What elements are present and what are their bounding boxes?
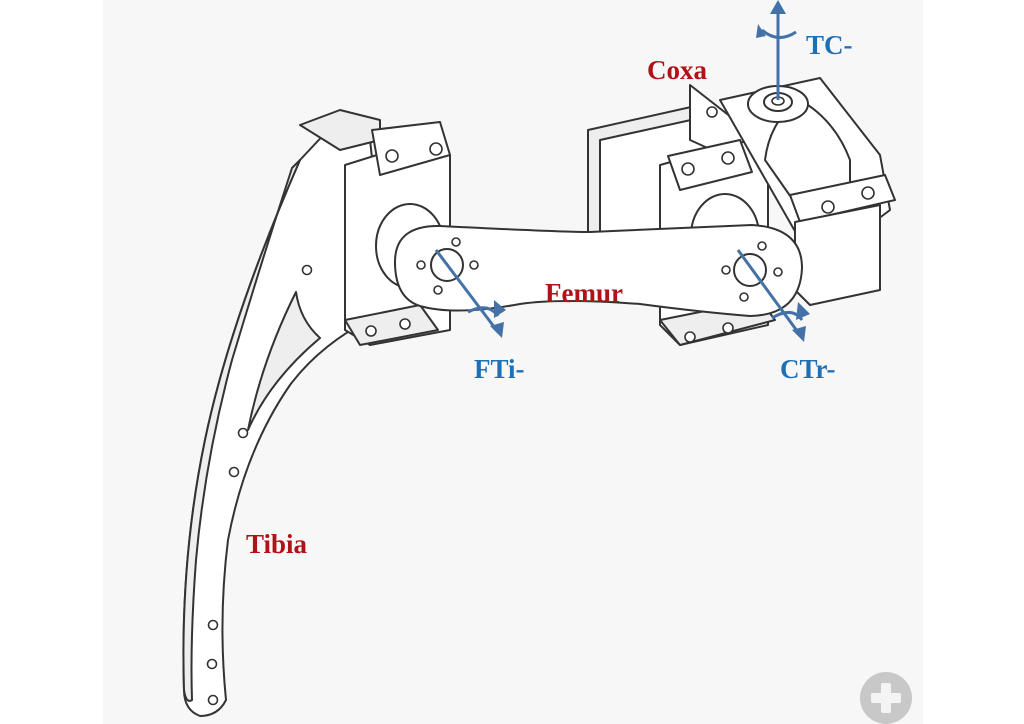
- tc-axis-label: TC-: [806, 30, 853, 60]
- femur-label: Femur: [545, 278, 623, 308]
- fti-axis-label: FTi-: [474, 354, 525, 384]
- tibia-label: Tibia: [246, 529, 308, 559]
- tibia-part: [182, 124, 381, 717]
- zoom-button[interactable]: [860, 672, 912, 724]
- ctr-axis-arrow: [736, 249, 810, 342]
- fti-axis-arrow: [434, 249, 506, 338]
- tc-axis-arrow: [756, 0, 797, 100]
- ctr-axis-label: CTr-: [780, 354, 835, 384]
- coxa-label: Coxa: [647, 55, 707, 85]
